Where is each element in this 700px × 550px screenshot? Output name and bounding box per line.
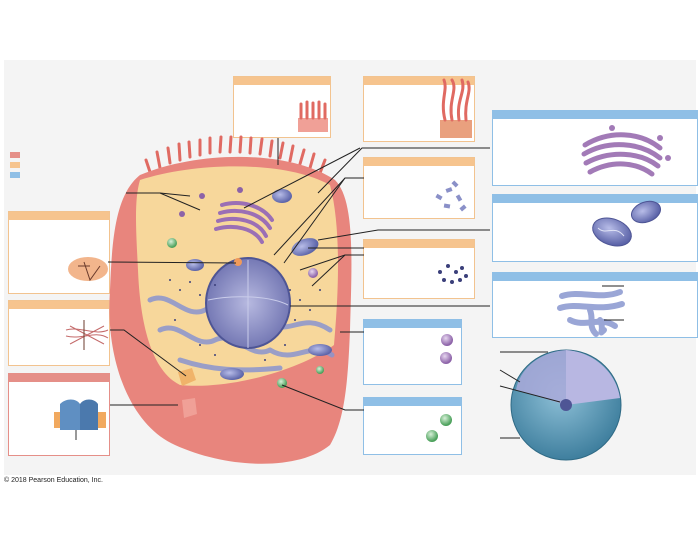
peroxisomes-illustration	[426, 414, 452, 442]
er-illustration	[560, 292, 622, 334]
cilia-illustration	[440, 80, 472, 138]
golgi-illustration	[584, 125, 671, 174]
lysosomes-illustration	[440, 334, 453, 364]
cytoskeleton-illustration	[68, 257, 108, 281]
copyright-text: © 2018 Pearson Education, Inc.	[4, 477, 103, 484]
mitochondria-illustration	[589, 197, 664, 251]
nucleus-in-cell	[206, 258, 290, 348]
microfilaments-illustration	[66, 320, 108, 350]
membrane-illustration	[54, 400, 106, 441]
microvilli-illustration	[298, 102, 328, 132]
nucleus-sphere	[511, 350, 621, 460]
ribosomes-illustration	[438, 264, 468, 284]
centrioles-illustration	[435, 180, 466, 211]
